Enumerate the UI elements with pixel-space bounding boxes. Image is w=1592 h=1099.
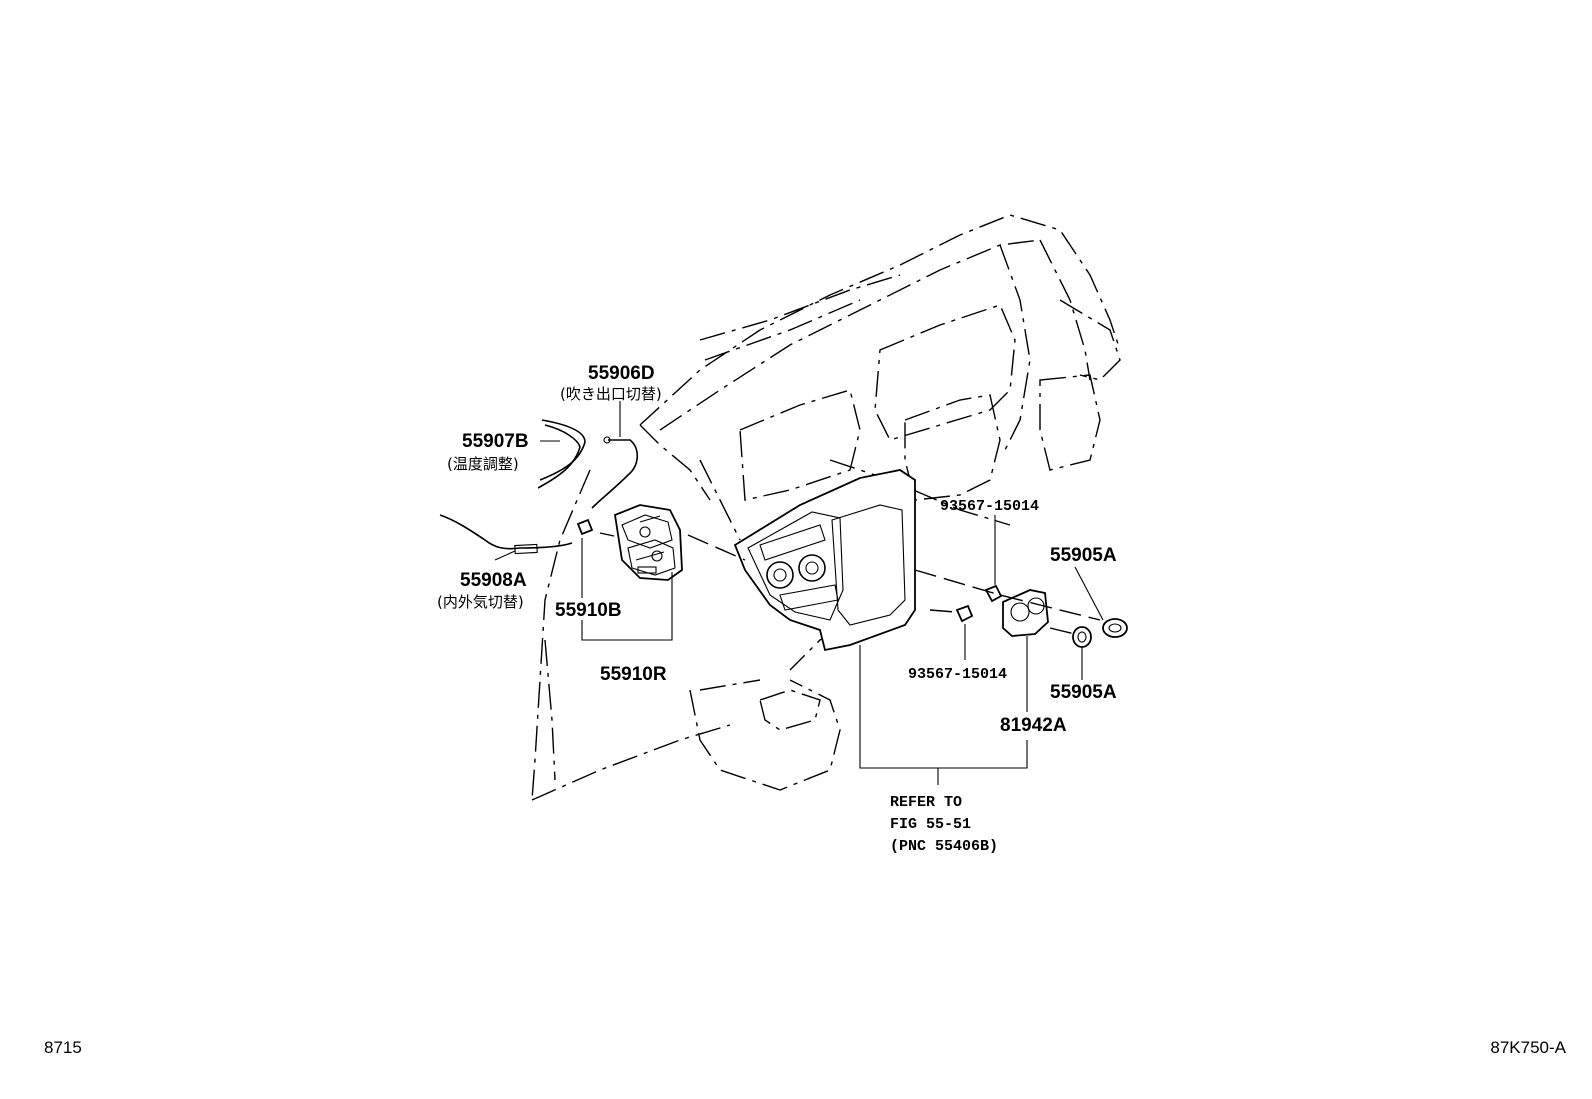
label-55905A-lower: 55905A bbox=[1050, 682, 1117, 703]
note-55907B: (温度調整) bbox=[447, 455, 519, 473]
heater-control-assembly bbox=[614, 504, 683, 581]
note-55906D: (吹き出口切替) bbox=[560, 385, 662, 403]
center-cluster-panel bbox=[733, 469, 916, 652]
footer-left-code: 8715 bbox=[44, 1038, 82, 1057]
leader-lines bbox=[494, 401, 1104, 785]
note-55908A: (内外気切替) bbox=[437, 593, 524, 611]
label-55908A: 55908A bbox=[460, 570, 527, 591]
label-55906D: 55906D bbox=[588, 363, 655, 384]
label-81942A: 81942A bbox=[1000, 715, 1067, 736]
label-55907B: 55907B bbox=[462, 431, 529, 452]
label-55905A-upper: 55905A bbox=[1050, 545, 1117, 566]
exploded-guide-lines bbox=[599, 532, 1101, 635]
control-cables bbox=[439, 419, 639, 555]
label-93567-lower: 93567-15014 bbox=[908, 666, 1007, 683]
label-55910B: 55910B bbox=[555, 600, 622, 621]
label-55910R: 55910R bbox=[600, 664, 667, 685]
refer-line-1: REFER TO bbox=[890, 794, 962, 811]
footer-right-code: 87K750-A bbox=[1490, 1038, 1566, 1057]
refer-line-3: (PNC 55406B) bbox=[890, 838, 998, 855]
label-93567-upper: 93567-15014 bbox=[940, 498, 1039, 515]
refer-line-2: FIG 55-51 bbox=[890, 816, 971, 833]
